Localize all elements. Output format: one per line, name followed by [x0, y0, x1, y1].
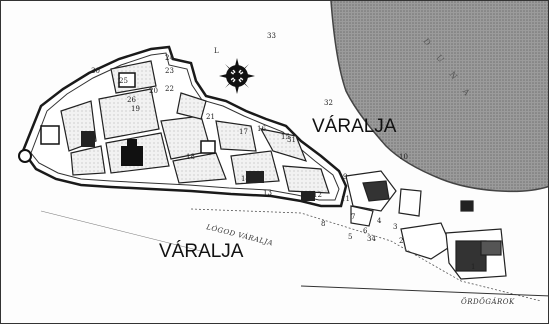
num-21: 21 [206, 113, 215, 121]
num-4: 4 [377, 217, 382, 225]
num-6: 6 [363, 227, 368, 235]
num-24: 24 [165, 54, 174, 62]
num-15: 15 [281, 133, 290, 141]
num-1: 1 [471, 263, 475, 271]
num-30: 30 [91, 67, 100, 75]
num-12: 12 [313, 191, 322, 199]
label-varalja-west: VÁRALJA [159, 241, 244, 262]
num-9: 9 [343, 173, 347, 181]
num-20: 20 [149, 87, 158, 95]
num-7: 7 [351, 213, 355, 221]
num-17: 17 [239, 128, 248, 136]
num-8: 8 [321, 220, 325, 228]
num-18: 18 [186, 153, 195, 161]
num-33: 33 [267, 32, 276, 40]
num-32: 32 [324, 99, 333, 107]
num-11: 11 [341, 195, 350, 203]
num-34: 34 [367, 235, 376, 243]
num-5: 5 [348, 233, 352, 241]
num-14: 14 [241, 175, 250, 183]
compass-rose-icon [219, 58, 255, 94]
num-23: 23 [165, 67, 174, 75]
num-16: 16 [257, 125, 266, 133]
num-2: 2 [399, 237, 403, 245]
num-31: 31 [287, 136, 296, 144]
compass-letter: L [214, 47, 219, 55]
num-26: 26 [127, 96, 136, 104]
label-varalja-east: VÁRALJA [312, 116, 397, 137]
num-13: 13 [263, 189, 272, 197]
lower-town [345, 170, 422, 227]
num-25: 25 [119, 77, 128, 85]
num-3: 3 [393, 223, 397, 231]
danube-river [331, 1, 548, 192]
num-10: 10 [399, 153, 408, 161]
southern-complex [400, 200, 507, 280]
num-22: 22 [165, 85, 174, 93]
num-19: 19 [131, 105, 140, 113]
label-ordogarok: ÖRDÖGÁROK [461, 297, 515, 306]
church-building [121, 146, 143, 166]
